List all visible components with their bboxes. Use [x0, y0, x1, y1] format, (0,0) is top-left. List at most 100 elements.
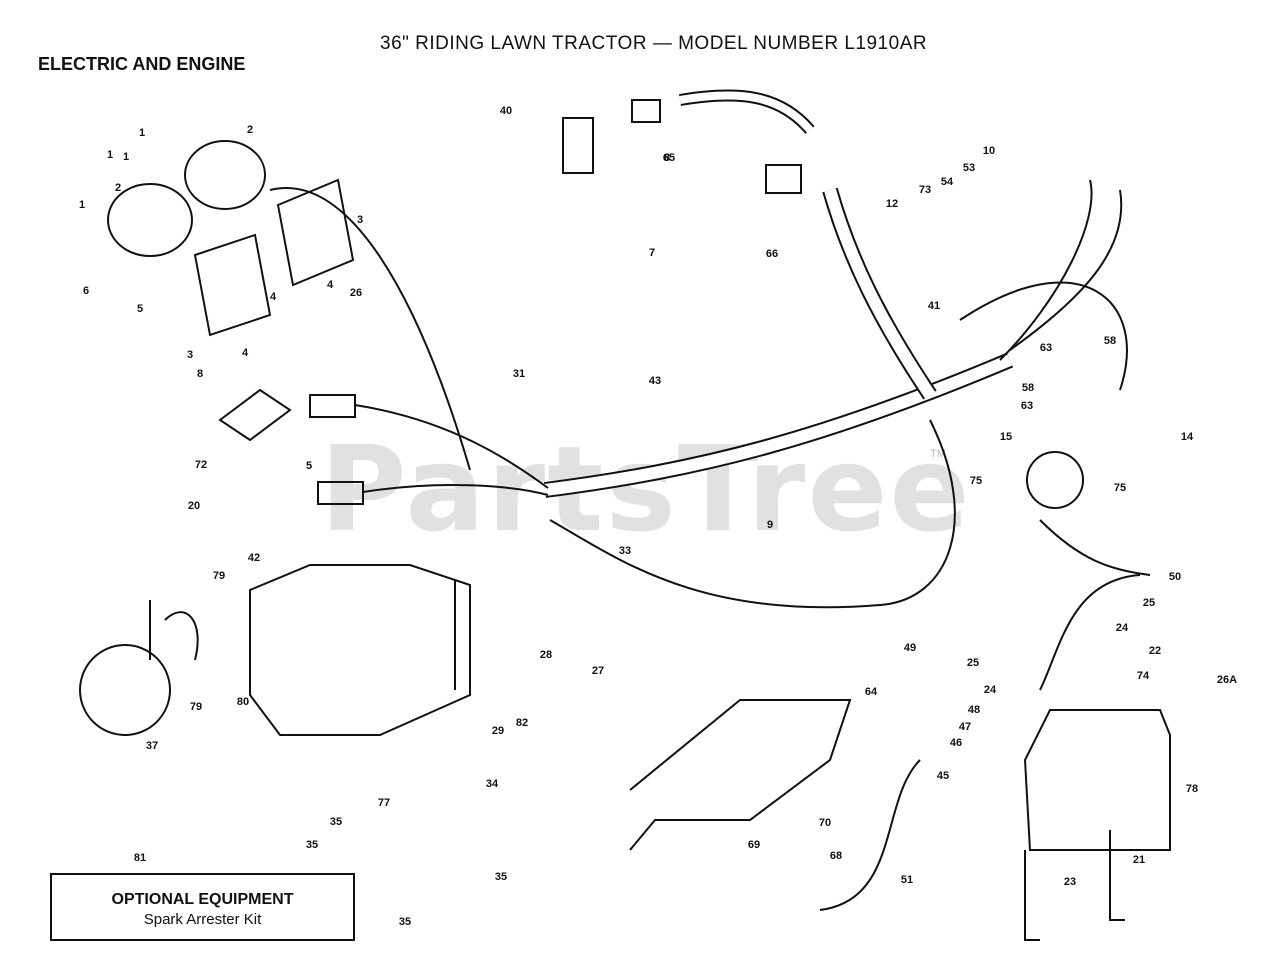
- callout-label: 46: [949, 737, 963, 749]
- callout-label: 7: [648, 247, 656, 259]
- muffler: [79, 644, 171, 736]
- callout-label: 22: [1148, 645, 1162, 657]
- callout-label: 78: [1185, 783, 1199, 795]
- callout-label: 1: [122, 151, 130, 163]
- callout-label: 80: [236, 696, 250, 708]
- callout-label: 25: [1142, 597, 1156, 609]
- callout-label: 34: [485, 778, 499, 790]
- callout-label: 5: [305, 460, 313, 472]
- optional-equipment-box: OPTIONAL EQUIPMENT Spark Arrester Kit: [50, 873, 355, 941]
- callout-label: 8: [663, 152, 671, 164]
- optional-subtitle: Spark Arrester Kit: [143, 911, 262, 928]
- callout-label: 24: [983, 684, 997, 696]
- battery-hold-rod-a: [1024, 850, 1040, 941]
- wire-49: [549, 419, 956, 609]
- battery-hold-rod-b: [1109, 830, 1125, 921]
- switch-40: [562, 117, 594, 174]
- callout-label: 33: [618, 545, 632, 557]
- callout-label: 1: [106, 149, 114, 161]
- callout-label: 20: [187, 500, 201, 512]
- section-heading: ELECTRIC AND ENGINE: [38, 54, 246, 74]
- connector-left-a: [309, 394, 356, 418]
- connector-left-b: [317, 481, 364, 505]
- headlight-right: [184, 140, 266, 210]
- callout-label: 35: [494, 871, 508, 883]
- callout-label: 63: [1020, 400, 1034, 412]
- callout-label: 8: [196, 368, 204, 380]
- wire-51: [819, 759, 921, 911]
- watermark: PartsTree: [320, 420, 972, 558]
- callout-label: 66: [765, 248, 779, 260]
- callout-label: 4: [269, 291, 277, 303]
- trademark-mark: TM: [930, 448, 946, 460]
- callout-label: 82: [515, 717, 529, 729]
- callout-label: 42: [247, 552, 261, 564]
- callout-label: 65: [662, 152, 676, 164]
- callout-label: 79: [212, 570, 226, 582]
- callout-label: 4: [241, 347, 249, 359]
- callout-label: 26: [349, 287, 363, 299]
- callout-label: 3: [356, 214, 364, 226]
- callout-label: 68: [829, 850, 843, 862]
- callout-label: 14: [1180, 431, 1194, 443]
- callout-label: 15: [999, 431, 1013, 443]
- callout-label: 75: [1113, 482, 1127, 494]
- wires-right: [959, 179, 1128, 391]
- callout-label: 24: [1115, 622, 1129, 634]
- callout-label: 28: [539, 649, 553, 661]
- callout-label: 70: [818, 817, 832, 829]
- callout-label: 64: [864, 686, 878, 698]
- bracket-plate-left: [193, 233, 272, 337]
- callout-label: 3: [186, 349, 194, 361]
- callout-label: 69: [747, 839, 761, 851]
- callout-label: 21: [1132, 854, 1146, 866]
- diagram-title: 36" RIDING LAWN TRACTOR — MODEL NUMBER L…: [380, 33, 928, 54]
- wires-left: [269, 187, 549, 496]
- optional-heading: OPTIONAL EQUIPMENT: [111, 891, 294, 908]
- callout-label: 41: [927, 300, 941, 312]
- callout-label: 26A: [1216, 674, 1238, 686]
- callout-label: 2: [246, 124, 254, 136]
- headlight-left: [107, 183, 193, 257]
- callout-81: 81: [133, 852, 147, 864]
- callout-label: 77: [377, 797, 391, 809]
- callout-label: 72: [194, 459, 208, 471]
- callout-label: 40: [499, 105, 513, 117]
- callout-label: 48: [967, 704, 981, 716]
- battery: [1023, 709, 1171, 851]
- connector-mid: [765, 164, 802, 194]
- callout-label: 1: [138, 127, 146, 139]
- callout-label: 1: [78, 199, 86, 211]
- callout-label: 5: [136, 303, 144, 315]
- callout-label: 29: [491, 725, 505, 737]
- callout-label: 23: [1063, 876, 1077, 888]
- callout-label: 4: [326, 279, 334, 291]
- callout-label: 35: [305, 839, 319, 851]
- battery-tray: [629, 699, 852, 851]
- callout-label: 37: [145, 740, 159, 752]
- wiring-harness: [543, 352, 1014, 498]
- callout-label: 75: [969, 475, 983, 487]
- callout-label: 10: [982, 145, 996, 157]
- callout-label: 2: [114, 182, 122, 194]
- wire-50: [1039, 519, 1151, 691]
- callout-label: 53: [962, 162, 976, 174]
- callout-label: 31: [512, 368, 526, 380]
- callout-label: 12: [885, 198, 899, 210]
- engine-block: [249, 564, 471, 736]
- callout-label: 54: [940, 176, 954, 188]
- callout-label: 9: [766, 519, 774, 531]
- callout-label: 27: [591, 665, 605, 677]
- callout-label: 58: [1103, 335, 1117, 347]
- solenoid: [1026, 451, 1084, 509]
- callout-label: 43: [648, 375, 662, 387]
- switch-72: [218, 388, 292, 442]
- callout-label: 35: [398, 916, 412, 928]
- callout-label: 79: [189, 701, 203, 713]
- callout-label: 45: [936, 770, 950, 782]
- muffler-pipe: [149, 600, 199, 661]
- callout-label: 49: [903, 642, 917, 654]
- callout-label: 63: [1039, 342, 1053, 354]
